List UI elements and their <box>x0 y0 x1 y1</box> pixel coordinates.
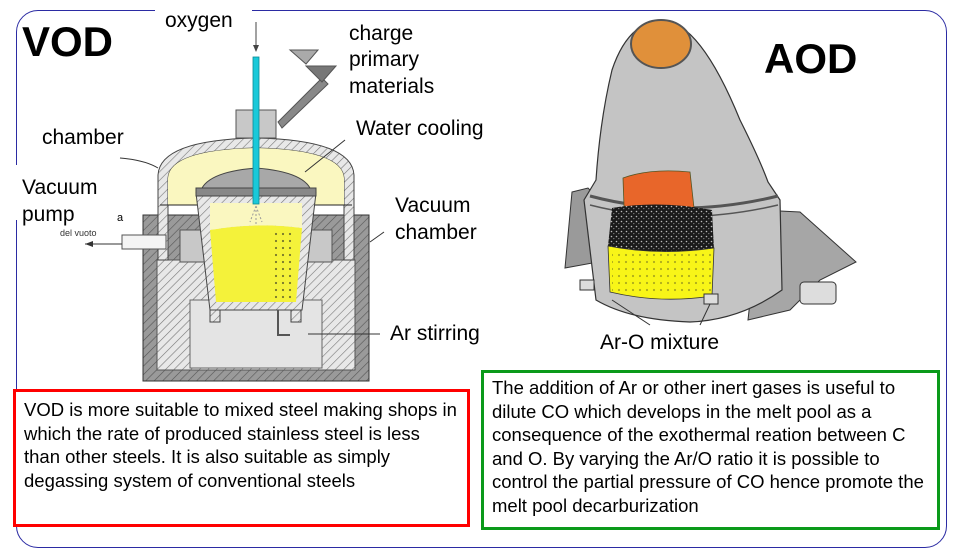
label-primary: primary <box>349 48 420 71</box>
leader-water-cooling <box>304 139 346 173</box>
label-oxygen: oxygen <box>165 9 233 32</box>
vod-ladle-foot <box>290 309 302 323</box>
vod-oxygen-arrowhead <box>253 45 259 52</box>
label-ar-o-mixture: Ar-O mixture <box>600 331 720 354</box>
vod-title: VOD <box>22 18 114 65</box>
vod-oxygen-jet <box>249 205 263 224</box>
vod-charge-chute <box>277 77 329 129</box>
label-water-cooling: Water cooling <box>356 117 484 140</box>
vod-hopper-upper <box>288 49 320 65</box>
vod-argon-bubbles <box>270 230 294 300</box>
leader-ar-o-mixture <box>699 303 711 326</box>
vod-ladle-headspace <box>210 203 302 230</box>
frame-gap <box>155 6 252 14</box>
aod-slag <box>622 170 695 210</box>
label-chamber: chamber <box>42 126 124 149</box>
aod-vessel-mouth <box>630 19 692 69</box>
aod-title: AOD <box>764 35 858 82</box>
leader-chamber <box>119 157 159 169</box>
vod-oxygen-lance <box>252 56 260 205</box>
aod-trunnion-pin <box>799 281 837 305</box>
leader-vacuum-chamber <box>369 231 385 243</box>
label-charge: charge <box>349 22 414 45</box>
vod-hopper-lower <box>304 65 338 83</box>
frame-gap <box>15 165 21 220</box>
aod-tuyere <box>703 293 719 305</box>
label-vacuum-chamber-line2: chamber <box>395 221 477 244</box>
vod-argon-pipe <box>277 310 290 336</box>
vod-vacuum-pipe <box>121 234 167 250</box>
slide-frame <box>16 10 947 548</box>
label-ar-stirring: Ar stirring <box>390 322 480 345</box>
label-vacuum-chamber-line1: Vacuum <box>395 194 471 217</box>
vod-ladle-foot <box>209 309 221 323</box>
aod-tuyere <box>579 279 595 291</box>
aod-gas-bubbles <box>612 250 712 294</box>
label-small-a: a <box>117 212 124 224</box>
label-small-vuoto: del vuoto <box>60 228 97 238</box>
label-vacuum-pump-line1: Vacuum <box>22 176 98 199</box>
label-vacuum-pump-line2: pump <box>22 203 75 226</box>
aod-description-box: The addition of Ar or other inert gases … <box>481 370 940 530</box>
aod-bath-upper <box>608 204 714 253</box>
label-materials: materials <box>349 75 435 98</box>
vod-vacuum-arrowhead <box>85 241 93 247</box>
leader-ar-o-mixture <box>611 299 651 326</box>
vod-description-box: VOD is more suitable to mixed steel maki… <box>13 389 470 527</box>
